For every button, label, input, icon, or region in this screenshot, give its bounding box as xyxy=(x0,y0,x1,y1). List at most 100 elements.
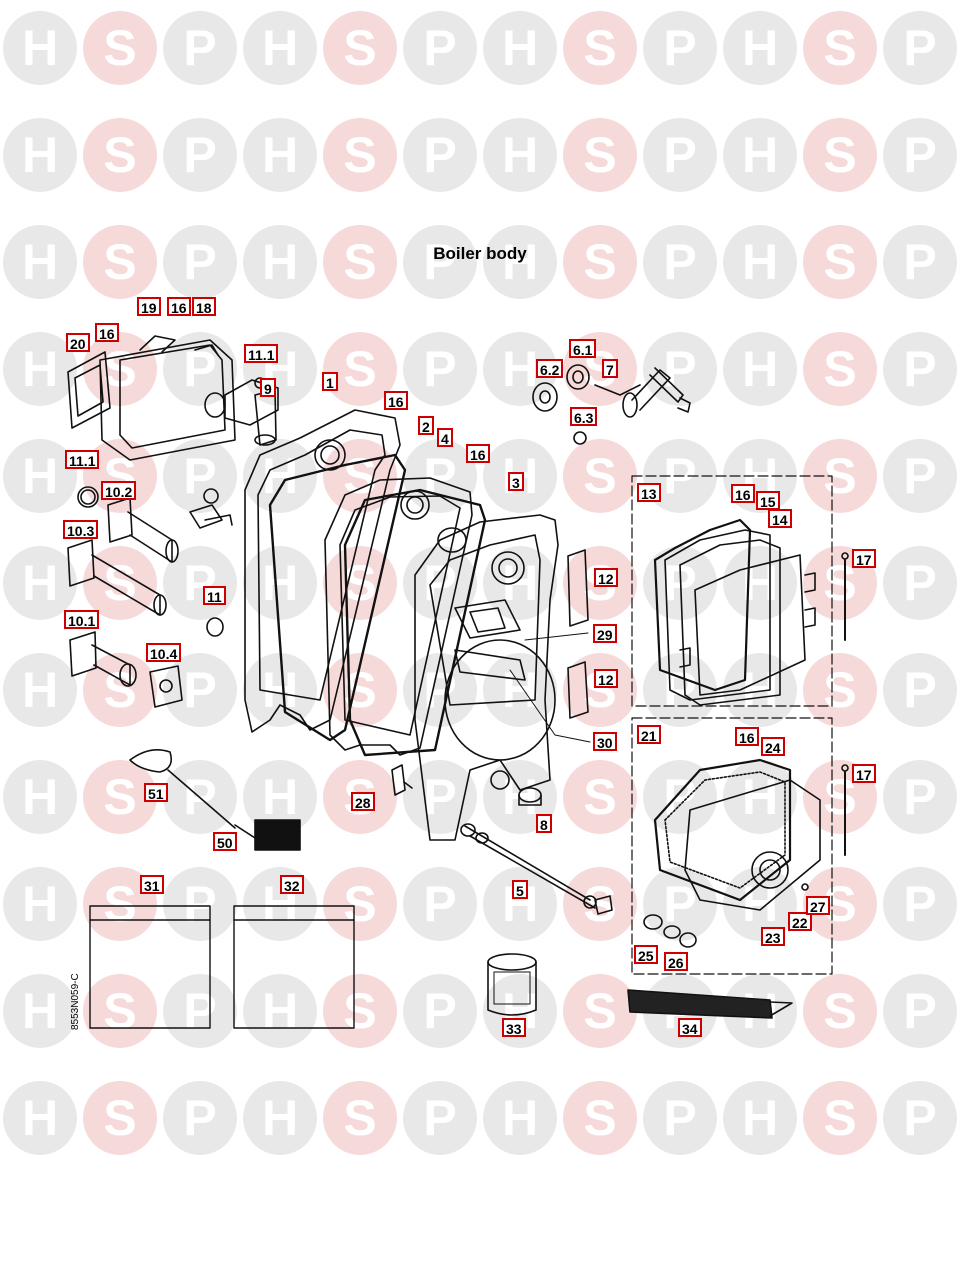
watermark-letter: H xyxy=(502,662,538,718)
callout-21[interactable]: 21 xyxy=(637,725,661,744)
callout-28[interactable]: 28 xyxy=(351,792,375,811)
watermark-letter: H xyxy=(22,20,58,76)
watermark-letter: S xyxy=(823,555,856,611)
watermark-letter: S xyxy=(823,1090,856,1146)
callout-24[interactable]: 24 xyxy=(761,737,785,756)
callout-16-section-1[interactable]: 16 xyxy=(384,391,408,410)
burner-washers xyxy=(643,914,697,948)
callout-11-1-top[interactable]: 11.1 xyxy=(244,344,279,363)
watermark-letter: P xyxy=(423,769,456,825)
watermark-letter: P xyxy=(903,234,936,290)
callout-1[interactable]: 1 xyxy=(322,372,338,391)
watermark-disc xyxy=(483,225,557,299)
callout-10-3[interactable]: 10.3 xyxy=(63,520,99,539)
callout-14[interactable]: 14 xyxy=(768,509,792,528)
callout-16-burner[interactable]: 16 xyxy=(735,727,759,746)
callout-17-bottom[interactable]: 17 xyxy=(852,764,876,783)
callout-19[interactable]: 19 xyxy=(137,297,161,316)
boiler-body-section-3 xyxy=(414,514,559,841)
callout-50[interactable]: 50 xyxy=(213,832,237,851)
callout-33[interactable]: 33 xyxy=(502,1018,526,1037)
watermark-disc xyxy=(883,225,957,299)
callout-27[interactable]: 27 xyxy=(806,896,830,915)
watermark-disc xyxy=(883,760,957,834)
watermark-letter: P xyxy=(903,341,936,397)
callout-11-1-left[interactable]: 11.1 xyxy=(65,450,100,469)
callout-18[interactable]: 18 xyxy=(192,297,216,316)
watermark-disc xyxy=(323,1081,397,1155)
callout-30[interactable]: 30 xyxy=(593,732,617,751)
watermark-letter: S xyxy=(583,983,616,1039)
callout-16-flue[interactable]: 16 xyxy=(95,323,119,342)
callout-7[interactable]: 7 xyxy=(602,359,618,378)
callout-16-baffle[interactable]: 16 xyxy=(731,484,755,503)
callout-5[interactable]: 5 xyxy=(512,880,528,899)
callout-8[interactable]: 8 xyxy=(536,814,552,833)
watermark-disc xyxy=(723,118,797,192)
callout-16-hood[interactable]: 16 xyxy=(167,297,191,316)
watermark-disc xyxy=(83,653,157,727)
callout-4[interactable]: 4 xyxy=(437,428,453,447)
watermark-disc xyxy=(243,653,317,727)
watermark-disc xyxy=(883,118,957,192)
watermark-letter: S xyxy=(343,876,376,932)
callout-26[interactable]: 26 xyxy=(664,952,688,971)
watermark-disc xyxy=(403,332,477,406)
watermark-disc xyxy=(803,332,877,406)
watermark-letter: S xyxy=(343,983,376,1039)
watermark-disc xyxy=(163,867,237,941)
watermark-disc xyxy=(803,439,877,513)
watermark-letter: H xyxy=(22,662,58,718)
sealant-tube xyxy=(627,989,793,1019)
watermark-disc xyxy=(403,546,477,620)
callout-11[interactable]: 11 xyxy=(203,586,226,605)
callout-31[interactable]: 31 xyxy=(140,875,164,894)
callout-12-bottom[interactable]: 12 xyxy=(594,669,618,688)
leader-30 xyxy=(509,669,591,743)
watermark-letter: S xyxy=(583,20,616,76)
watermark-disc xyxy=(563,653,637,727)
callout-32[interactable]: 32 xyxy=(280,875,304,894)
callout-12-top[interactable]: 12 xyxy=(594,568,618,587)
watermark-disc xyxy=(83,867,157,941)
watermark-disc xyxy=(483,974,557,1048)
callout-10-1[interactable]: 10.1 xyxy=(64,610,100,629)
watermark-disc xyxy=(643,225,717,299)
callout-2[interactable]: 2 xyxy=(418,416,434,435)
watermark-letter: P xyxy=(663,20,696,76)
callout-16-section-2[interactable]: 16 xyxy=(466,444,490,463)
callout-13[interactable]: 13 xyxy=(637,483,661,502)
watermark-disc xyxy=(563,11,637,85)
callout-6-3[interactable]: 6.3 xyxy=(570,407,598,426)
callout-25[interactable]: 25 xyxy=(634,945,658,964)
watermark-letter: H xyxy=(262,555,298,611)
watermark-disc xyxy=(803,653,877,727)
callout-10-4[interactable]: 10.4 xyxy=(146,643,182,662)
callout-6-2[interactable]: 6.2 xyxy=(536,359,564,378)
watermark-letter: S xyxy=(343,234,376,290)
callout-34[interactable]: 34 xyxy=(678,1018,702,1037)
callout-29[interactable]: 29 xyxy=(593,624,617,643)
watermark-letter: P xyxy=(423,234,456,290)
callout-20[interactable]: 20 xyxy=(66,333,90,352)
watermark-disc xyxy=(83,974,157,1048)
watermark-disc xyxy=(3,760,77,834)
callout-15[interactable]: 15 xyxy=(756,491,780,510)
watermark-disc xyxy=(643,1081,717,1155)
callout-51[interactable]: 51 xyxy=(144,783,168,802)
watermark-letter: S xyxy=(103,876,136,932)
callout-10-2[interactable]: 10.2 xyxy=(101,481,137,500)
watermark-disc xyxy=(403,760,477,834)
bags xyxy=(89,905,355,1029)
watermark-disc xyxy=(243,760,317,834)
callout-17-top[interactable]: 17 xyxy=(852,549,876,568)
watermark-letter: P xyxy=(183,983,216,1039)
watermark-letter: P xyxy=(183,876,216,932)
callout-22[interactable]: 22 xyxy=(788,912,812,931)
callout-9[interactable]: 9 xyxy=(260,378,276,397)
callout-3[interactable]: 3 xyxy=(508,472,524,491)
callout-6-1[interactable]: 6.1 xyxy=(569,339,597,358)
watermark-letter: H xyxy=(22,1090,58,1146)
callout-23[interactable]: 23 xyxy=(761,927,785,946)
watermark-disc xyxy=(723,546,797,620)
